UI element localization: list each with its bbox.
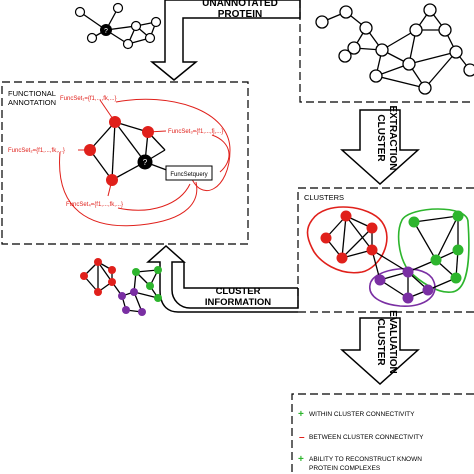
criterion-within: WITHIN CLUSTER CONNECTIVITY	[309, 411, 415, 418]
clusters-panel: CLUSTERS	[297, 187, 474, 313]
cluster-extraction-line1: CLUSTER	[375, 114, 386, 162]
flow-curve-3	[59, 151, 198, 227]
flow-curve-2	[211, 134, 230, 173]
cluster-information-arrow	[146, 244, 299, 313]
small-clustered-network	[80, 258, 162, 316]
protein-node	[109, 116, 121, 128]
minus-icon: –	[299, 432, 305, 443]
annotation-title: ANNOTATION	[8, 98, 56, 107]
plus-icon: +	[298, 409, 304, 420]
cluster-evaluation-line1: CLUSTER	[375, 318, 386, 366]
unannotated-protein-arrow	[149, 0, 301, 81]
funcset-query-label: FuncSetquery	[170, 172, 207, 178]
full-network	[315, 3, 474, 95]
query-mark: ?	[143, 158, 148, 167]
protein-title: PROTEIN	[218, 9, 262, 20]
funcset-label-3: FuncSet₃={f1,...,fj,...}	[168, 129, 223, 135]
unannotated-protein-node	[100, 24, 112, 36]
cluster-evaluation-arrow	[340, 317, 420, 386]
top-left-network: ?	[74, 2, 162, 50]
red-cluster-outline	[306, 206, 388, 274]
query-mark: ?	[104, 28, 108, 35]
criterion-between: BETWEEN CLUSTER CONNECTIVITY	[309, 434, 424, 441]
green-cluster-outline	[397, 208, 470, 293]
query-protein-node	[137, 154, 153, 170]
funcset-query-box	[165, 165, 213, 181]
criterion-reconstruct-cont: PROTEIN COMPLEXES	[309, 465, 381, 472]
funcset-label-4: FuncSet₄={f1,...,fk,...}	[66, 202, 123, 208]
functional-annotation-panel: FUNCTIONAL ANNOTATION ? FuncSet₁={f1,...…	[1, 81, 249, 245]
cluster-evaluation-line2: EVALUATION	[387, 310, 398, 374]
cluster-information-line2: INFORMATION	[205, 297, 271, 308]
funcset-label-1: FuncSet₁={f1,...,fk,...}	[60, 96, 117, 102]
network-panel	[299, 0, 474, 103]
unannotated-title: UNANNOTATED	[202, 0, 278, 9]
protein-node	[142, 126, 154, 138]
flow-curve-1	[115, 98, 231, 192]
flow-curve-4	[117, 183, 191, 211]
functional-title: FUNCTIONAL	[8, 89, 56, 98]
clusters-title: CLUSTERS	[304, 193, 344, 202]
plus-icon: +	[298, 454, 304, 465]
cluster-information-line1: CLUSTER	[216, 286, 261, 297]
cluster-extraction-arrow	[340, 109, 420, 186]
criterion-reconstruct: ABILITY TO RECONSTRUCT KNOWN	[309, 456, 422, 463]
protein-node	[84, 144, 96, 156]
funcset-label-2: FuncSet₂={f1,...,fk,...}	[8, 148, 65, 154]
cluster-extraction-line2: EXTRACTION	[387, 106, 398, 171]
evaluation-criteria-panel: + WITHIN CLUSTER CONNECTIVITY – BETWEEN …	[291, 393, 474, 474]
protein-node	[106, 174, 118, 186]
purple-cluster-outline	[369, 267, 436, 307]
